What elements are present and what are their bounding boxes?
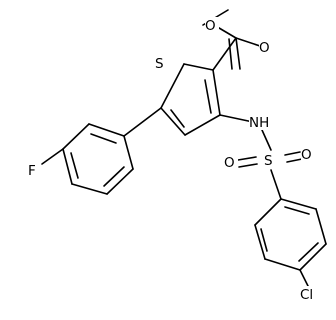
thiophene-c2-s [183,63,214,71]
ester-oxygen-double-bg [259,39,273,55]
chloroaryl-bond-1 [280,198,317,210]
thiophene-c3-c2 [212,69,221,116]
sulfonyl-sulfur-bg [264,152,276,168]
thiophene-c5-c4 [160,107,186,136]
chloroaryl-bond-3 [299,243,327,271]
sulfonyl-right-double-b [286,158,303,163]
nh-group: NH [249,115,269,131]
thiophene-sulfur-bg [155,55,167,71]
thiophene-s-c5 [160,63,185,109]
fluoroaryl-bond-1 [88,123,125,137]
fluoroaryl-bond-3 [62,148,73,185]
sulfonyl-oxygen-right-bg [301,146,315,162]
chlorine-atom-bg [300,286,320,302]
fluoroaryl-bond-2 [62,123,90,150]
chloroaryl-double-3 [260,228,268,252]
fluorine-atom-bg [28,162,40,178]
sulfonyl-oxygen-left: O [224,155,235,171]
fluoroaryl-double-2 [70,152,79,179]
thiophene-aryl-bond [123,107,162,137]
chloroaryl-bond-5 [254,224,266,260]
chlorine-atom: Cl [300,287,313,303]
sulfonyl-oxygen-left-bg [224,154,238,170]
nh-sulfonyl-bond [261,129,272,151]
sulfonyl-right-double-a [284,151,301,156]
fluoroaryl-double-3 [103,166,125,187]
ester-oxygen-single: O [205,18,216,34]
ester-oxygen-single-bg [205,17,219,33]
chloroaryl-double-2 [298,242,319,262]
fluorine-atom: F [28,163,36,179]
chloroaryl-bond-2 [315,208,327,245]
fluoroaryl-fluorine-bond [41,148,64,165]
fluoroaryl-bond-4 [71,183,108,195]
thiophene-inner-double-2 [170,109,185,128]
fluoroaryl-bond-6 [123,135,134,170]
chloroaryl-bond-4 [264,258,301,271]
thiophene-sulfur: S [155,56,164,72]
sulfonyl-oxygen-right: O [301,147,312,163]
sulfonyl-left-double-b [238,163,258,168]
ester-to-ring-bond [212,37,237,71]
thiophene-inner-double-1 [204,79,212,114]
chloroaryl-double-1 [284,206,310,215]
sulfonyl-left-double-a [237,156,257,161]
sulfonyl-sulfur: S [264,153,273,169]
nh-group-bg [249,114,275,130]
c3-nh-bond [219,114,254,123]
sulfonyl-aryl-bond [270,169,282,200]
fluoroaryl-bond-5 [106,168,134,195]
carbonyl-double-bond-b [228,38,233,70]
fluoroaryl-double-1 [90,133,117,144]
chloroaryl-bond-6 [254,198,282,226]
carbonyl-double-bond-a [235,37,241,70]
thiophene-c4-c3 [184,114,221,136]
ester-oxygen-double: O [259,40,270,56]
